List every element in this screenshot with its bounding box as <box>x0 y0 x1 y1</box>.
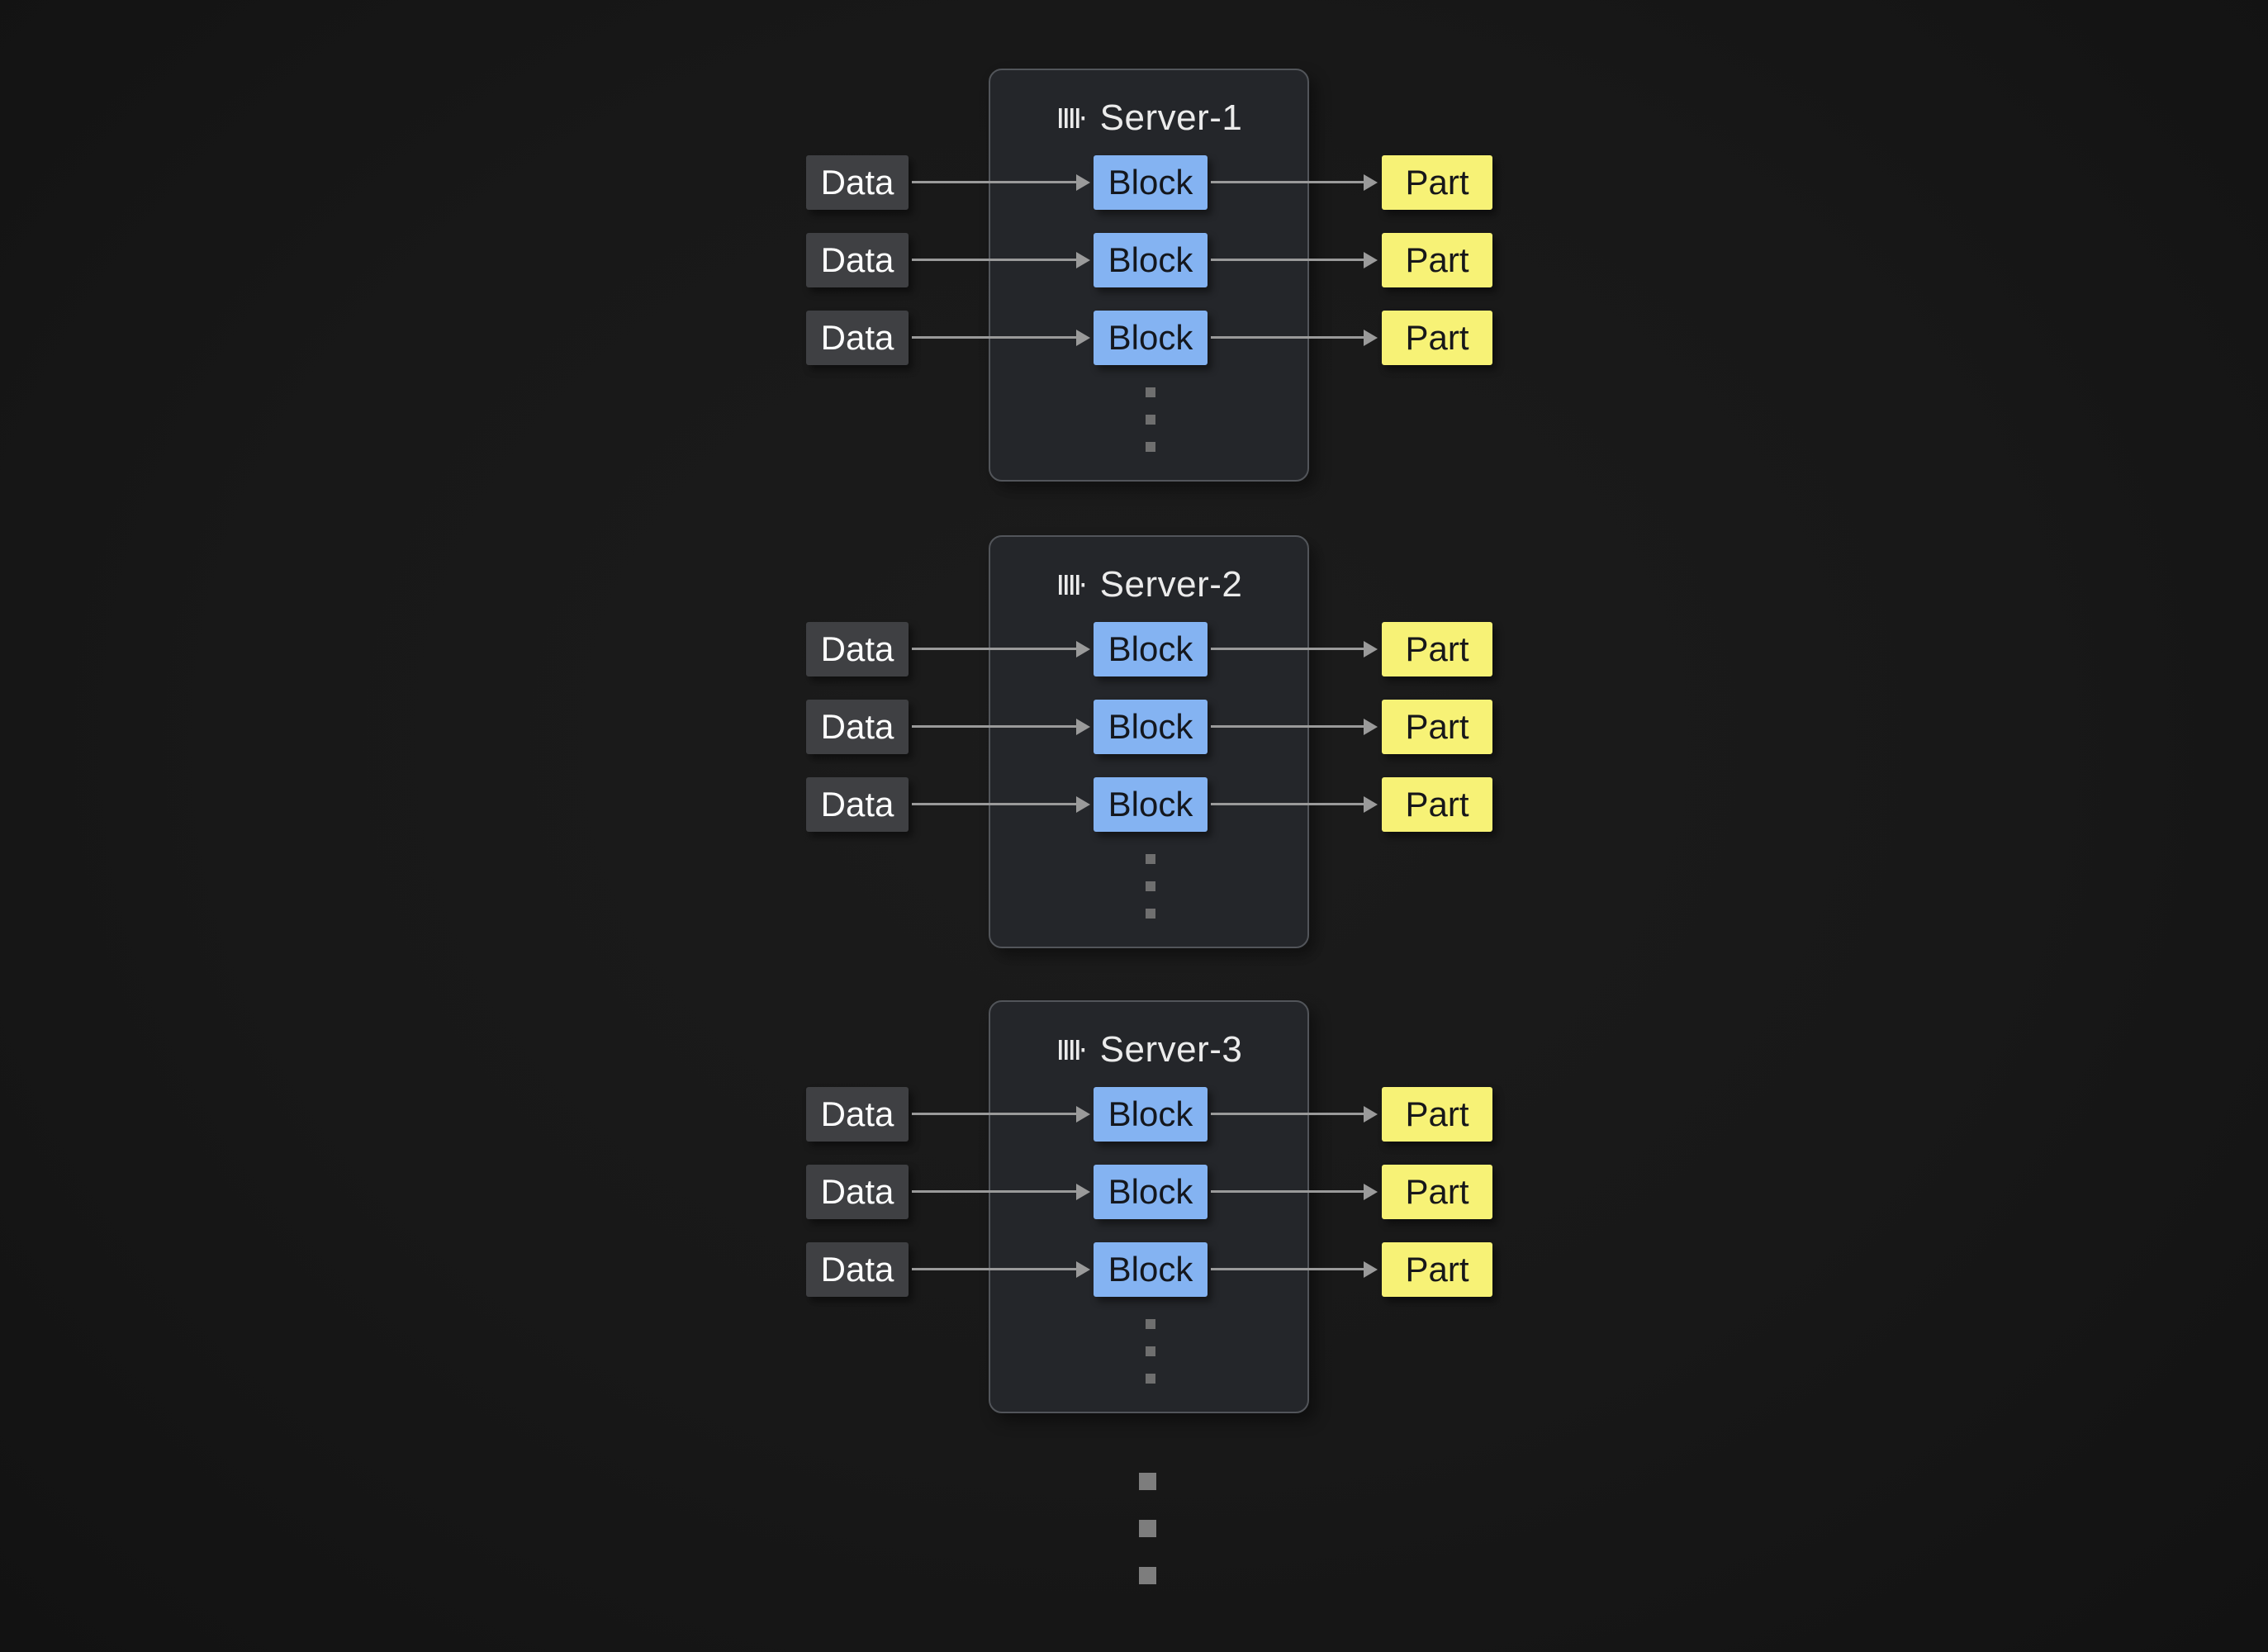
ellipsis-dot <box>1146 1374 1155 1384</box>
part-box: Part <box>1382 311 1492 365</box>
arrow-data-to-block <box>912 251 1090 268</box>
ellipsis-dots <box>1146 854 1155 919</box>
ellipsis-dot <box>1146 881 1155 891</box>
server-bars-icon <box>1056 569 1087 601</box>
ellipsis-dot <box>1146 909 1155 919</box>
arrow-data-to-block <box>912 795 1090 813</box>
data-box: Data <box>806 155 909 210</box>
arrow-block-to-part <box>1211 251 1378 268</box>
part-box: Part <box>1382 700 1492 754</box>
arrow-block-to-part <box>1211 329 1378 346</box>
block-box: Block <box>1094 155 1208 210</box>
data-box: Data <box>806 233 909 287</box>
ellipsis-dot <box>1139 1520 1156 1537</box>
server-title-label: Server-2 <box>1099 564 1243 605</box>
ellipsis-dots <box>1146 387 1155 452</box>
arrow-data-to-block <box>912 329 1090 346</box>
server-title-label: Server-1 <box>1099 97 1243 138</box>
server-title: Server-3 <box>990 1027 1307 1073</box>
arrow-block-to-part <box>1211 795 1378 813</box>
server-bars-icon <box>1056 102 1087 134</box>
arrow-data-to-block <box>912 640 1090 657</box>
ellipsis-dot <box>1146 442 1155 452</box>
block-box: Block <box>1094 1087 1208 1142</box>
arrow-data-to-block <box>912 1183 1090 1200</box>
block-box: Block <box>1094 233 1208 287</box>
arrow-block-to-part <box>1211 173 1378 191</box>
ellipsis-dots <box>1146 1319 1155 1384</box>
server-title-label: Server-3 <box>1099 1029 1243 1070</box>
server-title: Server-1 <box>990 95 1307 141</box>
server-group-1: Server-1 Data Data Data Block Block Bloc… <box>0 69 2268 531</box>
data-box: Data <box>806 1242 909 1297</box>
ellipsis-dot <box>1146 1346 1155 1356</box>
part-box: Part <box>1382 1242 1492 1297</box>
arrow-data-to-block <box>912 173 1090 191</box>
part-box: Part <box>1382 155 1492 210</box>
part-box: Part <box>1382 777 1492 832</box>
server-panel: Server-2 <box>989 535 1309 948</box>
block-box: Block <box>1094 1242 1208 1297</box>
data-box: Data <box>806 700 909 754</box>
ellipsis-dot <box>1146 854 1155 864</box>
server-group-2: Server-2 Data Data Data Block Block Bloc… <box>0 535 2268 998</box>
data-box: Data <box>806 311 909 365</box>
arrow-block-to-part <box>1211 1260 1378 1278</box>
ellipsis-dot <box>1146 415 1155 425</box>
server-group-3: Server-3 Data Data Data Block Block Bloc… <box>0 1000 2268 1463</box>
part-box: Part <box>1382 622 1492 676</box>
data-box: Data <box>806 1165 909 1219</box>
ellipsis-dot <box>1146 387 1155 397</box>
data-box: Data <box>806 1087 909 1142</box>
ellipsis-dot <box>1146 1319 1155 1329</box>
part-box: Part <box>1382 233 1492 287</box>
server-title: Server-2 <box>990 562 1307 608</box>
block-box: Block <box>1094 622 1208 676</box>
part-box: Part <box>1382 1087 1492 1142</box>
bottom-ellipsis-dots <box>1139 1473 1156 1584</box>
block-box: Block <box>1094 1165 1208 1219</box>
server-bars-icon <box>1056 1034 1087 1066</box>
ellipsis-dot <box>1139 1567 1156 1584</box>
ellipsis-dot <box>1139 1473 1156 1490</box>
arrow-block-to-part <box>1211 640 1378 657</box>
block-box: Block <box>1094 700 1208 754</box>
arrow-data-to-block <box>912 1105 1090 1123</box>
arrow-data-to-block <box>912 718 1090 735</box>
data-box: Data <box>806 777 909 832</box>
block-box: Block <box>1094 311 1208 365</box>
arrow-block-to-part <box>1211 718 1378 735</box>
part-box: Part <box>1382 1165 1492 1219</box>
arrow-block-to-part <box>1211 1105 1378 1123</box>
data-box: Data <box>806 622 909 676</box>
arrow-data-to-block <box>912 1260 1090 1278</box>
block-box: Block <box>1094 777 1208 832</box>
arrow-block-to-part <box>1211 1183 1378 1200</box>
